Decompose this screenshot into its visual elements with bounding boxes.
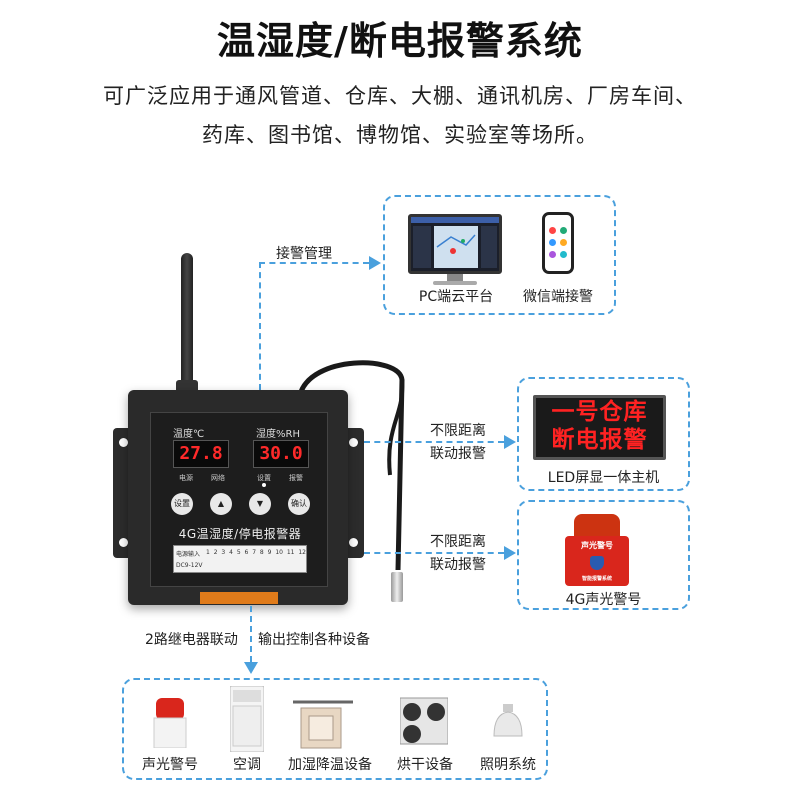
set-button[interactable]: 设置 bbox=[171, 493, 193, 515]
siren-link bbox=[364, 552, 504, 554]
mgmt-link-horizontal bbox=[259, 262, 369, 264]
terminal-block bbox=[200, 592, 278, 604]
led-screen: 一号仓库 断电报警 bbox=[533, 395, 666, 460]
output-control-label: 输出控制各种设备 bbox=[258, 632, 370, 648]
shield-icon bbox=[590, 556, 604, 570]
terminal-voltage: DC9-12V bbox=[176, 562, 203, 569]
led-line-1: 一号仓库 bbox=[551, 399, 648, 425]
terminal-number: 7 bbox=[252, 549, 257, 556]
terminal-number: 3 bbox=[221, 549, 226, 556]
terminal-number: 5 bbox=[236, 549, 241, 556]
mgmt-link-vertical bbox=[259, 262, 261, 390]
output-dryer bbox=[399, 694, 449, 752]
output-ac bbox=[229, 685, 265, 756]
siren-lamp bbox=[574, 514, 620, 540]
output-lamp bbox=[486, 704, 530, 744]
subtitle-line-1: 可广泛应用于通风管道、仓库、大棚、通讯机房、厂房车间、 bbox=[103, 84, 697, 108]
phone-icon bbox=[542, 212, 574, 274]
temp-display: 27.8 bbox=[173, 440, 229, 468]
humid-display: 30.0 bbox=[253, 440, 309, 468]
output-label-4: 照明系统 bbox=[480, 757, 536, 773]
mgmt-arrow-icon bbox=[369, 256, 381, 270]
unlimited-label-1: 不限距离 bbox=[430, 423, 486, 439]
subtitle-line-2: 药库、图书馆、博物馆、实验室等场所。 bbox=[202, 123, 598, 147]
sensor-cable bbox=[297, 360, 405, 571]
lamp-icon bbox=[493, 704, 523, 737]
indicator-network: 网络 bbox=[211, 474, 225, 482]
output-label-2: 加湿降温设备 bbox=[288, 757, 372, 773]
siren-icon bbox=[153, 698, 187, 749]
terminal-number: 11 bbox=[286, 549, 295, 556]
dryer-icon bbox=[399, 697, 449, 745]
output-link bbox=[250, 606, 252, 662]
output-humidifier bbox=[293, 698, 353, 754]
humid-label: 湿度%RH bbox=[256, 429, 300, 440]
alarm-mgmt-label: 接警管理 bbox=[276, 246, 332, 262]
terminal-number: 6 bbox=[244, 549, 249, 556]
pc-platform-label: PC端云平台 bbox=[418, 289, 494, 305]
terminal-number: 4 bbox=[229, 549, 233, 556]
siren-small-text: 智能报警系统 bbox=[581, 576, 612, 582]
linked-alarm-label-1: 联动报警 bbox=[430, 446, 486, 462]
siren-box bbox=[517, 500, 690, 610]
led-arrow-icon bbox=[504, 435, 516, 449]
antenna bbox=[181, 253, 193, 393]
terminal-number: 2 bbox=[213, 549, 218, 556]
terminal-power: 电源输入 bbox=[176, 551, 201, 558]
down-button[interactable]: ▼ bbox=[249, 493, 271, 515]
siren-caption: 4G声光警号 bbox=[565, 592, 642, 608]
device-panel: 温度℃ 湿度%RH 27.8 30.0 电源 网络 设置 报警 设置 ▲ ▼ 确… bbox=[150, 412, 328, 587]
terminal-number: 9 bbox=[267, 549, 272, 556]
air-conditioner-icon bbox=[229, 685, 265, 753]
page-title: 温湿度/断电报警系统 bbox=[217, 19, 583, 63]
wechat-label: 微信端接警 bbox=[523, 289, 593, 305]
linked-alarm-label-2: 联动报警 bbox=[430, 557, 486, 573]
terminal-number: 10 bbox=[275, 549, 283, 556]
sensor-probe bbox=[391, 572, 403, 602]
indicator-alarm: 报警 bbox=[289, 474, 303, 482]
monitor-base bbox=[433, 281, 477, 285]
terminal-number: 1 bbox=[206, 549, 210, 556]
humidifier-icon bbox=[293, 700, 353, 749]
output-label-0: 声光警号 bbox=[142, 757, 198, 773]
led-line-2: 断电报警 bbox=[551, 427, 648, 453]
status-led-icon bbox=[262, 483, 266, 487]
relay-linkage-label: 2路继电器联动 bbox=[145, 632, 238, 648]
output-siren bbox=[152, 698, 188, 752]
monitor-stand bbox=[447, 274, 463, 282]
temp-label: 温度℃ bbox=[173, 429, 205, 440]
pc-monitor-icon bbox=[408, 214, 502, 274]
indicator-power: 电源 bbox=[179, 474, 193, 482]
unlimited-label-2: 不限距离 bbox=[430, 534, 486, 550]
siren-arrow-icon bbox=[504, 546, 516, 560]
output-arrow-icon bbox=[244, 662, 258, 674]
siren-body: 声光警号 智能报警系统 bbox=[565, 536, 629, 586]
terminal-number: 12 bbox=[298, 549, 306, 556]
device-name: 4G温湿度/停电报警器 bbox=[178, 527, 302, 541]
led-link bbox=[364, 441, 504, 443]
terminal-number: 8 bbox=[259, 549, 264, 556]
siren-top-text: 声光警号 bbox=[581, 541, 613, 550]
confirm-button[interactable]: 确认 bbox=[288, 493, 310, 515]
indicator-setting: 设置 bbox=[257, 474, 271, 482]
up-button[interactable]: ▲ bbox=[210, 493, 232, 515]
output-label-1: 空调 bbox=[233, 757, 261, 773]
output-label-3: 烘干设备 bbox=[397, 757, 453, 773]
led-caption: LED屏显一体主机 bbox=[547, 470, 660, 486]
